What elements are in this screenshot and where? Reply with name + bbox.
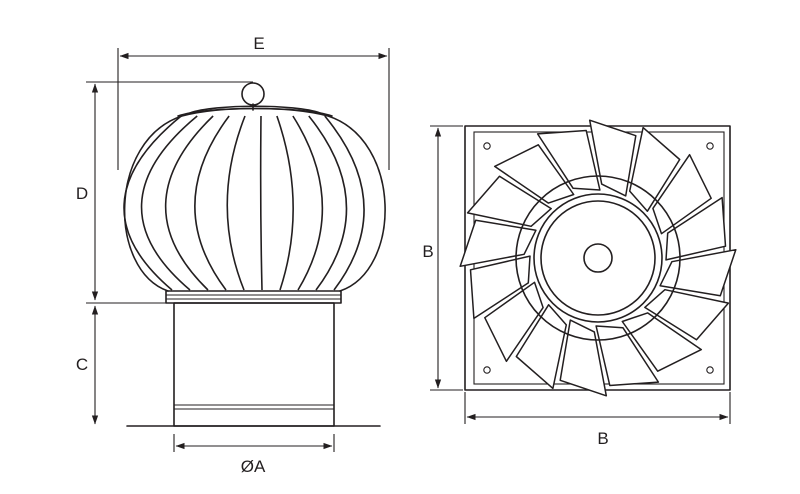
top-cap-inner-line [189,105,321,114]
turbine-blade-top [628,126,681,212]
turbine-blade-top [515,304,568,390]
turbine-blades [123,115,365,291]
turbine-blades-top [459,119,737,397]
turbine-blade-top [644,288,730,341]
turbine-blade [324,115,365,291]
dimension-b-horizontal: B [464,392,731,448]
mounting-hole [483,142,491,150]
label-b-horizontal: B [597,429,608,448]
turbine-blade-top [659,248,737,297]
dimension-c: C [76,305,99,425]
bearing-knob [241,82,265,106]
turbine-blade [194,115,230,291]
label-b-vertical: B [422,242,433,261]
dimension-b-vertical: B [422,125,463,391]
hub [515,175,681,341]
turbine-blade-top [665,196,727,261]
label-e: E [253,34,264,53]
turbine-blade [123,115,182,291]
center-spindle [583,243,613,273]
mounting-hole [706,366,714,374]
turbine-blade-top [588,119,637,197]
turbine-blade [226,115,246,291]
turbine-blade-top [466,175,552,228]
turbine-blade-top [459,219,537,268]
turbine-blade [164,115,214,291]
side-view: E D C ØA [76,34,390,476]
turbine-blade-top [469,255,531,320]
turbine-blade [259,115,263,291]
turbine-blade-top [536,129,601,191]
dimension-diameter-a: ØA [173,434,335,476]
label-c: C [76,355,88,374]
duct-neck [173,302,335,427]
mounting-hole [483,366,491,374]
turbine-blade [276,115,294,291]
label-d: D [76,184,88,203]
top-view: B B [422,119,737,448]
turbine-blade-top [595,325,660,387]
dimension-e: E [117,34,390,170]
turbine-head [123,82,386,292]
collar-ring [165,290,342,304]
dimension-d: D [76,81,253,304]
turbine-blade-top [559,319,608,397]
label-diameter-a: ØA [241,457,266,476]
turbine-blade [308,115,348,291]
turbine-blade [140,115,198,291]
mounting-hole [706,142,714,150]
turbine-blade [292,115,324,291]
